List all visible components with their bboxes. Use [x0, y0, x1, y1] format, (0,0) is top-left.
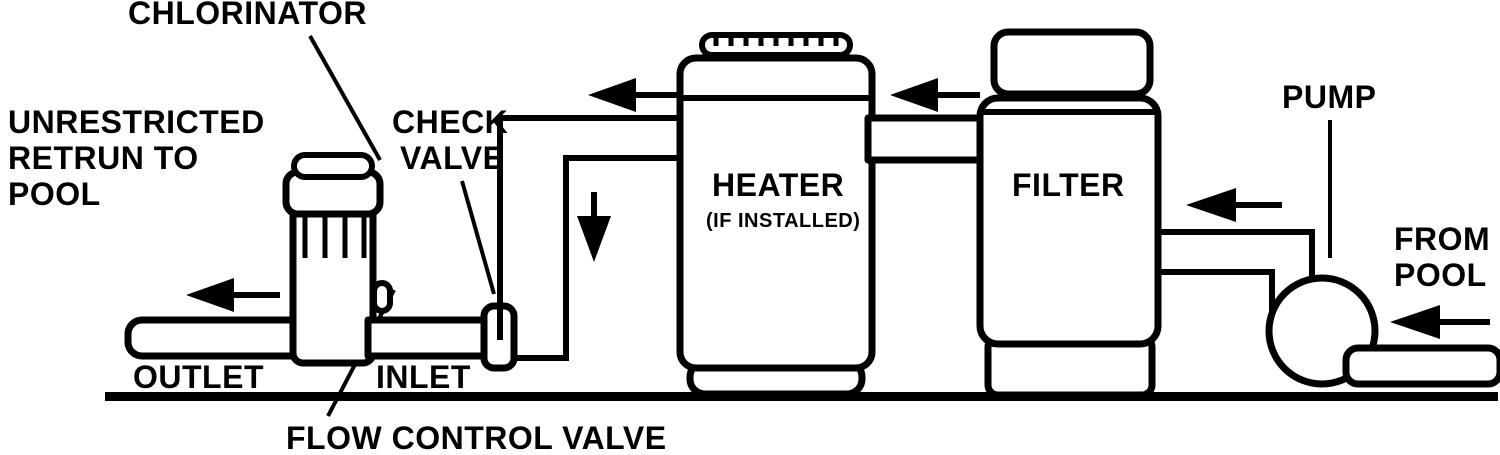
filter-label: FILTER [1012, 167, 1125, 203]
filter-body [976, 94, 1162, 348]
check-valve-leader-line [460, 180, 496, 295]
unrestricted-return-label-line3: POOL [8, 176, 101, 212]
pump-filter-pipe-inner [1156, 269, 1275, 330]
filter-cap [990, 28, 1154, 98]
heater-outlet-flow-arrow [588, 78, 682, 112]
filter-outlet-flow-arrow [1186, 188, 1282, 222]
downpipe-flow-arrow [577, 192, 611, 262]
from-pool-label-line1: FROM [1394, 221, 1490, 257]
pump-label: PUMP [1282, 79, 1376, 115]
heater-filter-pipe [864, 114, 988, 164]
heater-return-pipe-outer [497, 115, 680, 340]
outlet-pipe [124, 316, 312, 360]
unrestricted-return-label-line1: UNRESTRICTED [8, 104, 265, 140]
heater-vent-ticks [713, 36, 839, 46]
chlorinator-leader-line [308, 35, 382, 161]
from-pool-pipe [1342, 344, 1500, 388]
outlet-label: OUTLET [133, 359, 264, 395]
from-pool-label-line2: POOL [1394, 257, 1487, 293]
heater-label: HEATER [712, 167, 844, 203]
unrestricted-return-label-line2: RETRUN TO [8, 140, 199, 176]
flow-control-valve-label: FLOW CONTROL VALVE [286, 420, 667, 455]
filter: FILTER [976, 28, 1162, 399]
ground-line [105, 392, 1498, 401]
flow-control-valve [371, 280, 393, 314]
heater-return-pipe-inner [514, 155, 680, 361]
outlet-flow-arrow [186, 278, 280, 312]
chlorinator [282, 152, 384, 367]
chlorinator-lid [291, 152, 375, 180]
heater-note-label: (IF INSTALLED) [706, 210, 860, 232]
heater: HEATER (IF INSTALLED) [676, 32, 876, 398]
pump-inlet-flow-arrow [1390, 305, 1490, 339]
inlet-label: INLET [376, 359, 471, 395]
check-valve-label-line1: CHECK [392, 104, 508, 140]
check-valve-label-line2: VALVE [400, 140, 504, 176]
chlorinator-label: CHLORINATOR [128, 0, 367, 31]
heater-inlet-flow-arrow [890, 78, 980, 112]
inlet-pipe [364, 316, 502, 360]
